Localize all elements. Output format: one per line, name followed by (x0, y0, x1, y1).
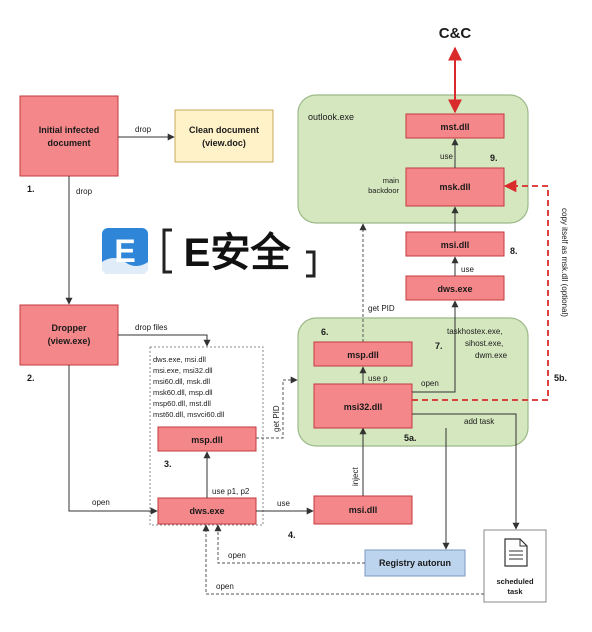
step-3: 3. (164, 459, 172, 469)
edge-use-p1p2-label: use p1, p2 (212, 487, 250, 496)
e-security-logo: E E安全 (102, 228, 316, 278)
initial-infected-document-box (19, 95, 119, 177)
edge-open-registry-label: open (228, 551, 246, 560)
msk-dll-label: msk.dll (439, 182, 470, 192)
edge-use-p-label: use p (368, 374, 388, 383)
file-list-line: msk60.dll, msp.dll (153, 388, 213, 397)
step-8: 8. (510, 246, 518, 256)
file-list-line: msp60.dll, mst.dll (153, 399, 211, 408)
edge-open-right-label: open (421, 379, 439, 388)
logo-icon-letter: E (114, 233, 135, 269)
file-list-line: msi.exe, msi32.dll (153, 366, 213, 375)
initial-infected-document-label-2: document (47, 138, 90, 148)
file-list-line: msi60.dll, msk.dll (153, 377, 210, 386)
mst-dll-box (405, 113, 505, 139)
edge-inject-label: inject (351, 467, 360, 486)
registry-autorun-label: Registry autorun (379, 558, 451, 568)
step-7: 7. (435, 341, 443, 351)
edge-use-msi-dws-label: use (461, 265, 474, 274)
msp-dll-left-label: msp.dll (191, 435, 223, 445)
scheduled-task-label: scheduled (496, 577, 534, 586)
file-list-line: mst60.dll, msvci60.dll (153, 410, 225, 419)
edge-add-task (412, 413, 520, 530)
edge-copy-itself (412, 179, 549, 401)
msp-dll-right-box (313, 341, 413, 367)
edge-get-pid-top-label: get PID (368, 304, 395, 313)
step-6: 6. (321, 327, 329, 337)
msi32-dll-label: msi32.dll (344, 402, 383, 412)
msk-dll-box (405, 167, 505, 207)
process-list: sihost.exe, (465, 339, 503, 348)
clean-document-label-2: (view.doc) (202, 138, 246, 148)
edge-drop-files-label: drop files (135, 323, 167, 332)
edge-registry-open-dws (214, 524, 365, 564)
edge-open-scheduled-label: open (216, 582, 234, 591)
dropper-box (19, 304, 119, 366)
clean-document-box (174, 109, 274, 163)
msi-dll-top-box (405, 231, 505, 257)
registry-autorun-box (364, 549, 466, 577)
edge-dropper-open-dws (68, 365, 158, 515)
dws-exe-right-label: dws.exe (437, 284, 472, 294)
step-5a: 5a. (404, 433, 417, 443)
process-list: taskhostex.exe, (447, 327, 503, 336)
edge-add-task-label: add task (464, 417, 495, 426)
edge-get-pid-left (256, 376, 298, 439)
logo-text: E安全 (184, 230, 292, 275)
document-icon (504, 538, 528, 567)
main-backdoor-label: main (383, 176, 399, 185)
logo-bracket-left (162, 228, 172, 274)
cnc-label: C&C (439, 25, 472, 42)
file-list-line: dws.exe, msi.dll (153, 355, 206, 364)
edge-use-mst-msk-label: use (440, 152, 453, 161)
edge-drop-files (118, 334, 211, 347)
process-list: dwm.exe (475, 351, 508, 360)
dws-exe-left-label: dws.exe (189, 506, 224, 516)
main-backdoor-label-2: backdoor (368, 186, 399, 195)
edge-drop-down-label: drop (76, 187, 93, 196)
msp-dll-left-box (157, 426, 257, 452)
edge-open-left-label: open (92, 498, 110, 507)
step-2: 2. (27, 373, 35, 383)
msi-dll-bottom-label: msi.dll (349, 505, 378, 515)
scheduled-task-label-2: task (507, 587, 523, 596)
msp-dll-right-label: msp.dll (347, 350, 379, 360)
edge-scheduled-open-dws (202, 524, 484, 595)
edge-copy-itself-label: copy itself as msk.dll (optional) (560, 208, 569, 317)
logo-bracket-right (306, 250, 316, 278)
dropped-files-container (149, 346, 264, 526)
edge-get-pid-vertical-label: get PID (272, 405, 281, 432)
mst-dll-label: mst.dll (440, 122, 469, 132)
initial-infected-document-label: Initial infected (39, 125, 100, 135)
dws-exe-right-box (405, 275, 505, 301)
edge-drop-right-label: drop (135, 125, 152, 134)
edge-msi32-open-dws (412, 300, 459, 393)
dropped-file-list: dws.exe, msi.dll msi.exe, msi32.dll msi6… (153, 355, 225, 419)
msi-dll-top-label: msi.dll (441, 240, 470, 250)
dropper-label: Dropper (51, 323, 87, 333)
step-5b: 5b. (554, 373, 567, 383)
step-4: 4. (288, 530, 296, 540)
dws-exe-left-box (157, 497, 257, 525)
dropper-label-2: (view.exe) (48, 336, 91, 346)
outlook-group-label: outlook.exe (308, 112, 354, 122)
edge-use-bottom-label: use (277, 499, 290, 508)
clean-document-label: Clean document (189, 125, 259, 135)
step-1: 1. (27, 184, 35, 194)
step-9: 9. (490, 153, 498, 163)
